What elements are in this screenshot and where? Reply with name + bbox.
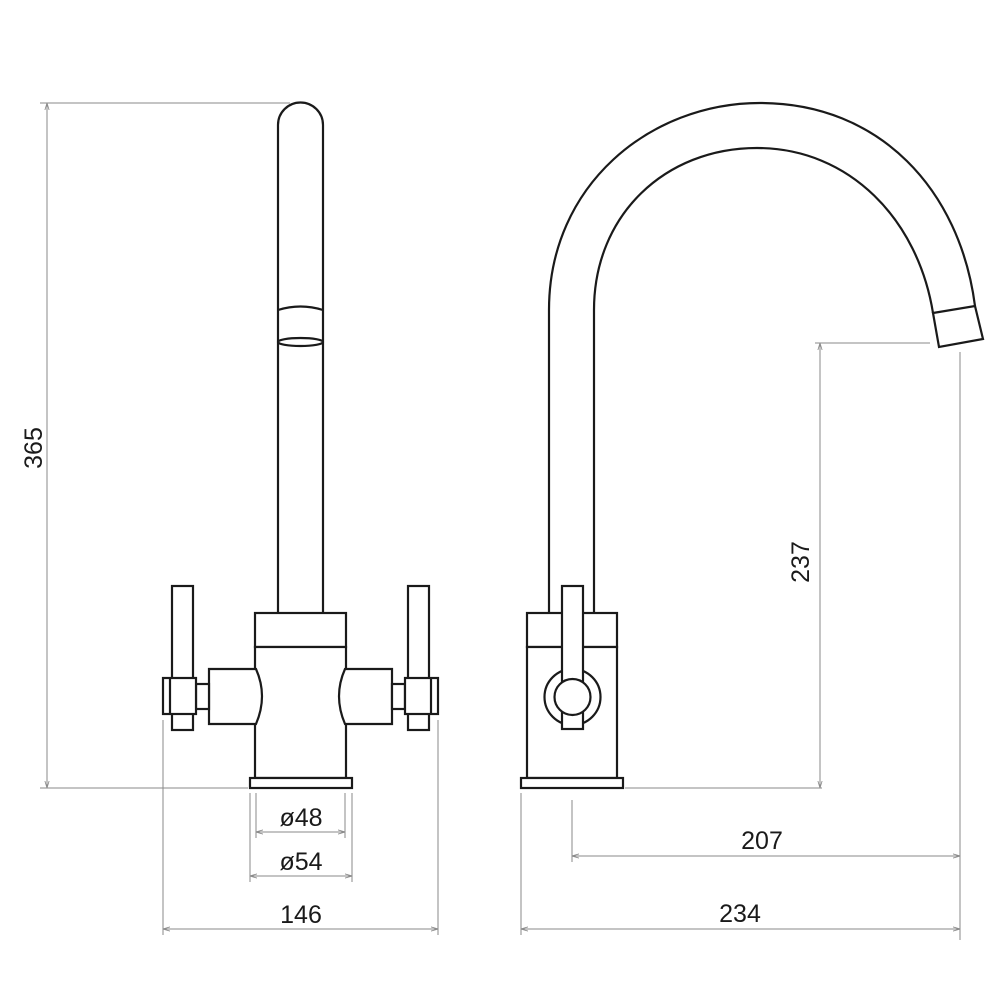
spout-ring bbox=[276, 336, 325, 348]
depth-label: 234 bbox=[719, 900, 761, 928]
spout-reach-label: 207 bbox=[741, 827, 783, 855]
spout-outer-curve bbox=[547, 101, 977, 613]
spout-band bbox=[277, 305, 324, 312]
body bbox=[253, 645, 348, 780]
left-connector bbox=[194, 682, 211, 711]
outer-diameter-label: ø54 bbox=[279, 848, 322, 876]
spout-inner-curve bbox=[592, 146, 935, 613]
right-valve-cylinder bbox=[337, 667, 394, 726]
side-dimensions: 237 207 234 bbox=[520, 342, 961, 940]
right-handle-block bbox=[403, 676, 440, 716]
height-label: 365 bbox=[20, 427, 48, 469]
base-plate bbox=[248, 776, 354, 790]
spout-height-label: 237 bbox=[787, 541, 815, 583]
front-view bbox=[161, 101, 440, 790]
side-view bbox=[519, 101, 985, 790]
front-spout-stem bbox=[276, 101, 325, 613]
front-dimensions: 365 ø48 ø54 146 bbox=[20, 102, 439, 935]
width-label: 146 bbox=[280, 901, 322, 929]
side-base-plate bbox=[519, 776, 625, 790]
left-valve-cylinder bbox=[207, 667, 264, 726]
inner-diameter-label: ø48 bbox=[279, 804, 322, 832]
spout-tip bbox=[931, 304, 985, 349]
handle-hub bbox=[553, 677, 592, 717]
body-top-collar bbox=[253, 611, 348, 649]
left-handle-block bbox=[161, 676, 198, 716]
right-connector bbox=[390, 682, 407, 711]
